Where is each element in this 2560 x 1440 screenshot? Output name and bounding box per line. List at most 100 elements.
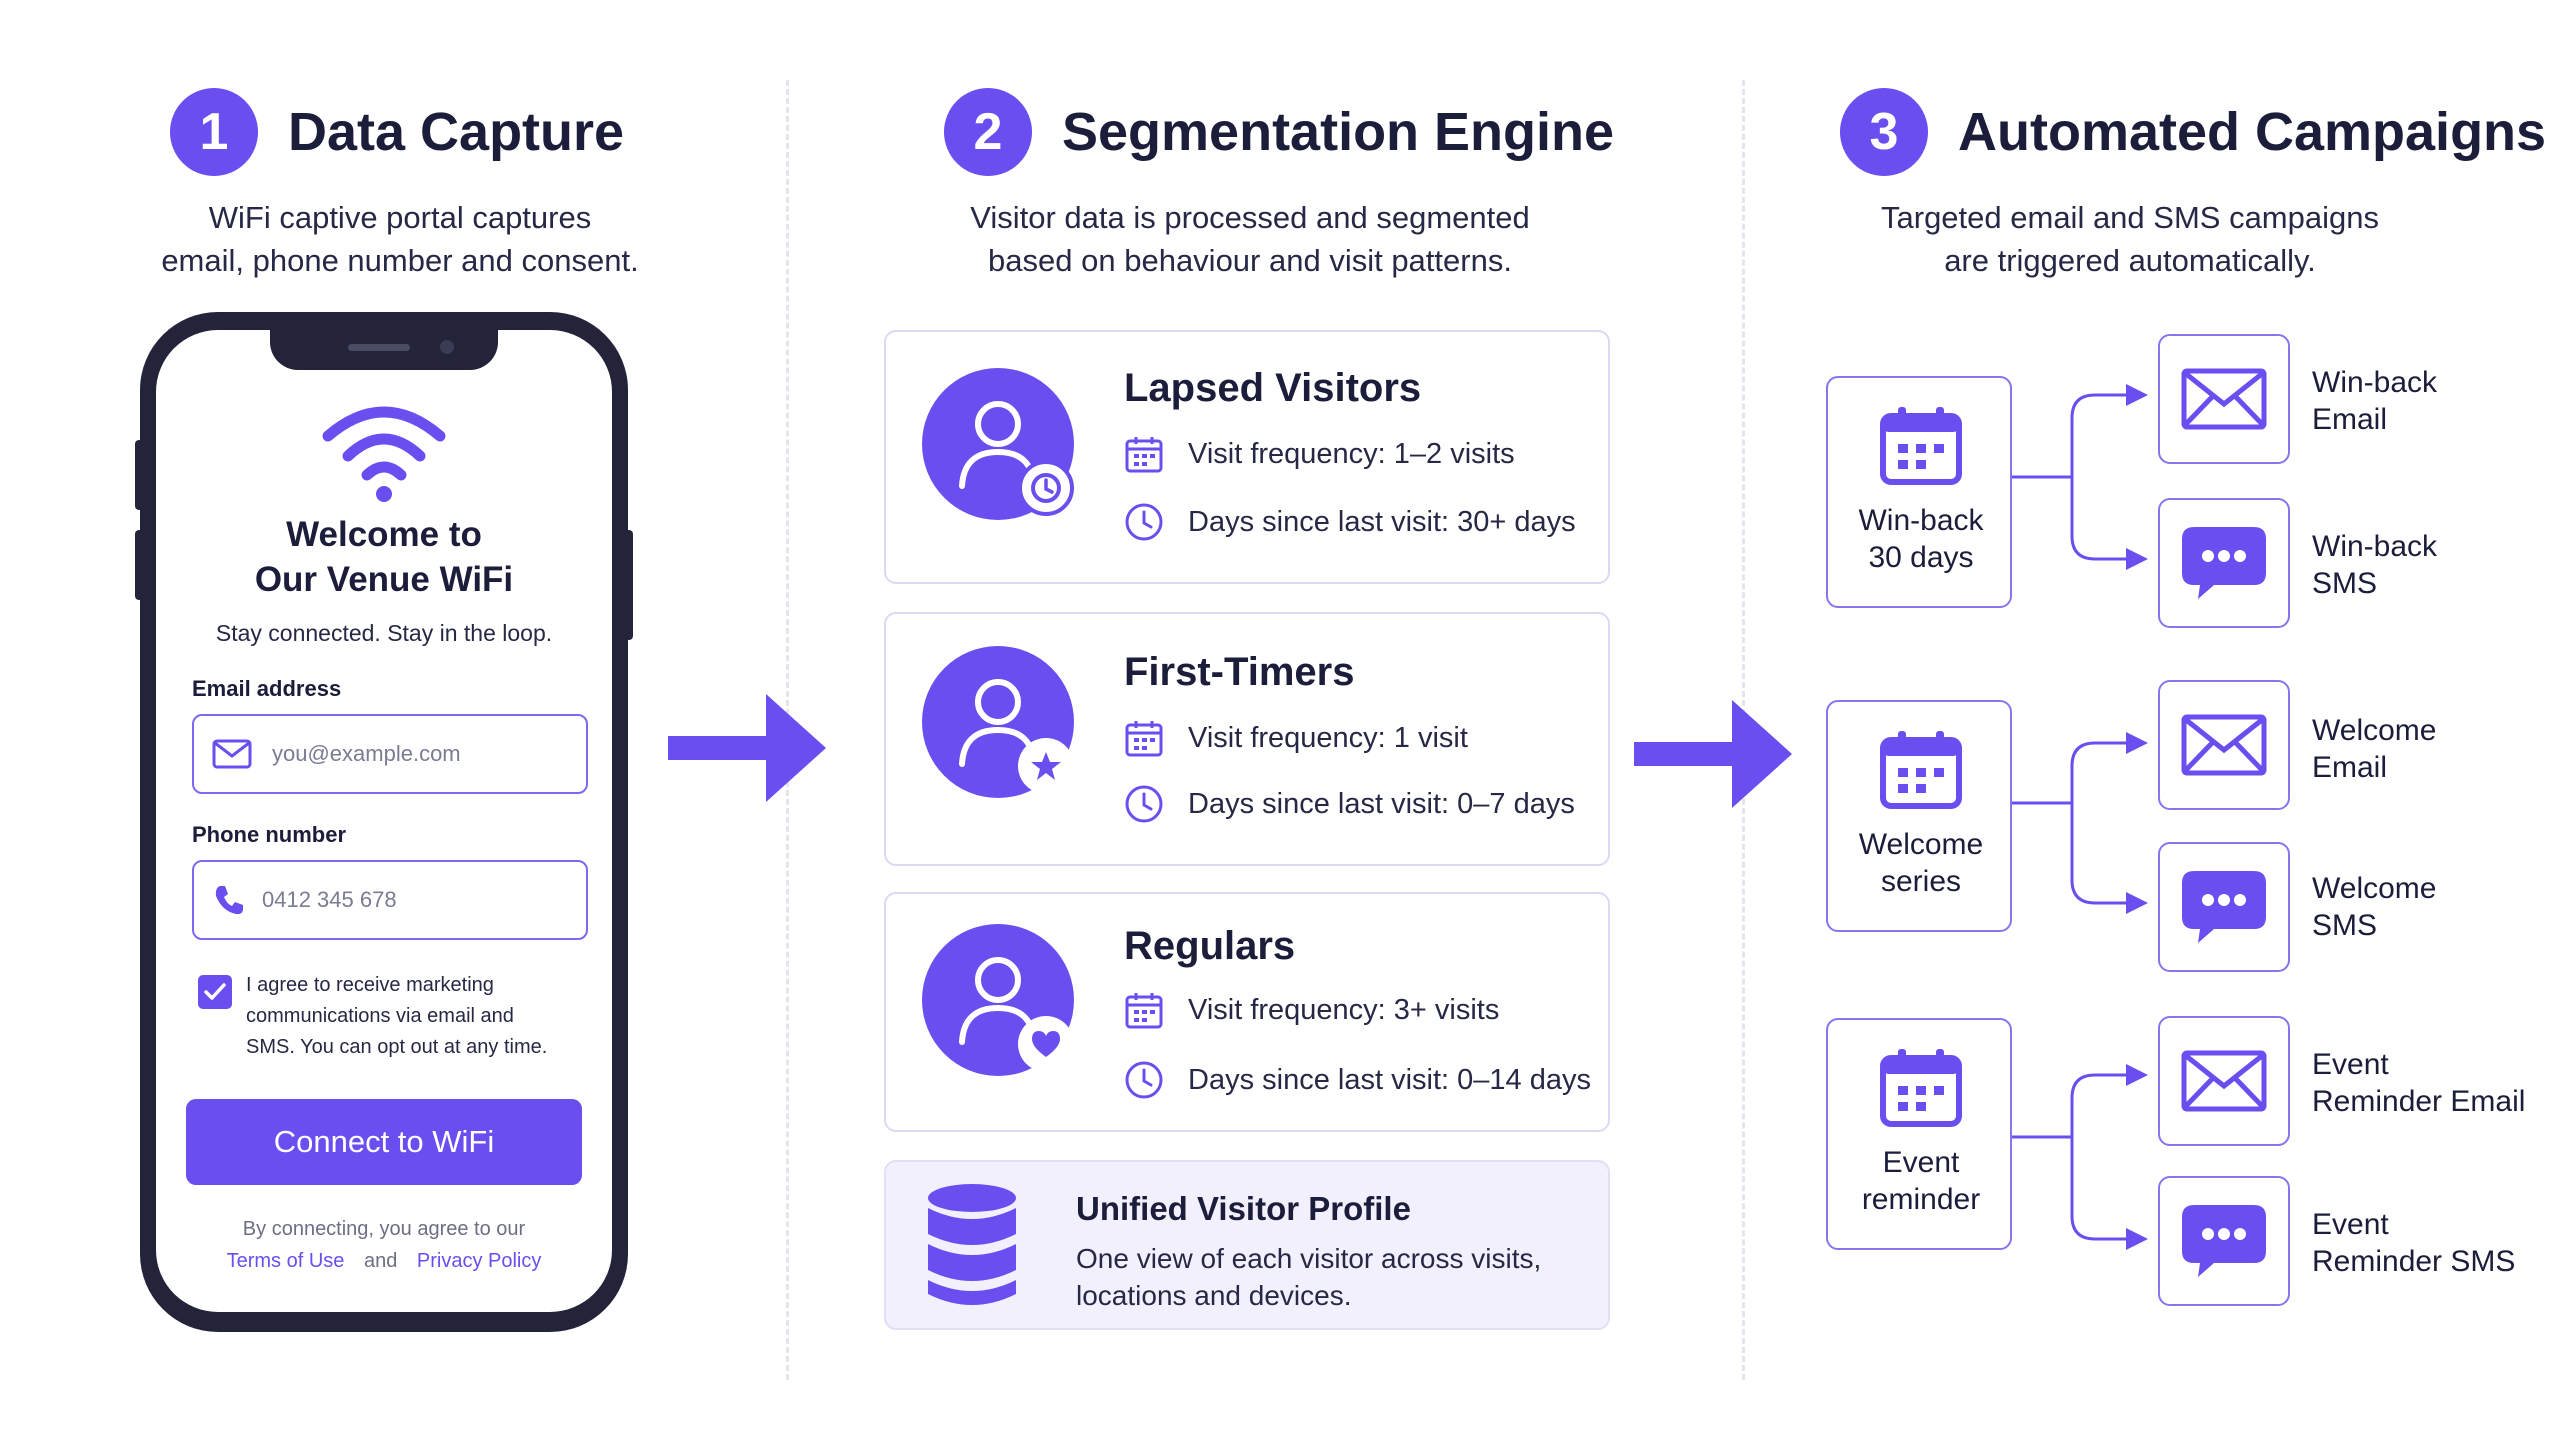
- description-line: are triggered automatically.: [1944, 243, 2316, 278]
- channel-sms-event: [2158, 1176, 2290, 1306]
- consent-checkbox[interactable]: [198, 975, 232, 1009]
- heading-line: Welcome to: [286, 515, 482, 554]
- step-number-badge: 2: [944, 88, 1032, 176]
- channel-label: Win-back SMS: [2312, 528, 2437, 602]
- description-line: WiFi captive portal captures: [208, 200, 592, 235]
- channel-label: Event Reminder SMS: [2312, 1206, 2515, 1280]
- segment-title: First-Timers: [1124, 650, 1355, 694]
- frequency-text: Visit frequency: 3+ visits: [1188, 993, 1500, 1026]
- step-title: Data Capture: [288, 102, 625, 162]
- portal-tagline: Stay connected. Stay in the loop.: [215, 620, 553, 646]
- step-3-header: 3 Automated Campaigns: [1840, 88, 2546, 176]
- frequency-text: Visit frequency: 1–2 visits: [1188, 437, 1515, 470]
- trigger-label: Win-back 30 days: [1828, 502, 2014, 576]
- frequency-row: Visit frequency: 1 visit: [1124, 718, 1468, 758]
- calendar-icon: [1125, 721, 1163, 757]
- legal-links: Terms of Use and Privacy Policy: [156, 1250, 612, 1273]
- clock-badge: [1018, 460, 1074, 516]
- channel-line: Event: [2312, 1048, 2389, 1081]
- step-2-header: 2 Segmentation Engine: [944, 88, 1614, 176]
- profile-description: One view of each visitor across visits, …: [1076, 1240, 1541, 1314]
- clock-icon: [1125, 503, 1163, 541]
- privacy-link[interactable]: Privacy Policy: [416, 1250, 542, 1272]
- welcome-heading: Welcome to Our Venue WiFi: [156, 512, 612, 602]
- consent-text: I agree to receive marketing communicati…: [246, 970, 586, 1063]
- segment-title: Lapsed Visitors: [1124, 366, 1422, 410]
- visitor-avatar: [922, 924, 1074, 1076]
- channel-line: Reminder Email: [2312, 1085, 2526, 1118]
- recency-text: Days since last visit: 0–7 days: [1188, 787, 1575, 820]
- channel-sms-welcome: [2158, 842, 2290, 972]
- recency-row: Days since last visit: 30+ days: [1124, 502, 1576, 542]
- frequency-text: Visit frequency: 1 visit: [1188, 721, 1468, 754]
- chat-bubble-icon: [2182, 1205, 2266, 1277]
- channel-line: SMS: [2312, 909, 2378, 942]
- trigger-event: Event reminder: [1826, 1018, 2012, 1250]
- envelope-icon: [2181, 1050, 2267, 1112]
- step-number-badge: 1: [170, 88, 258, 176]
- description-line: Visitor data is processed and segmented: [970, 200, 1530, 235]
- unified-visitor-profile: Unified Visitor Profile One view of each…: [884, 1160, 1610, 1330]
- channel-email-win-back: [2158, 334, 2290, 464]
- channel-email-welcome: [2158, 680, 2290, 810]
- heading-line: Our Venue WiFi: [254, 560, 514, 599]
- consent-line: communications via email and: [246, 1005, 514, 1027]
- visitor-avatar: [922, 368, 1074, 520]
- step-title: Segmentation Engine: [1062, 102, 1615, 162]
- channel-line: Reminder SMS: [2312, 1245, 2516, 1278]
- speaker-grille: [348, 344, 410, 351]
- captive-portal-screen: Welcome to Our Venue WiFi Stay connected…: [156, 330, 612, 1312]
- segment-card-regulars: Regulars Visit frequency: 3+ visits Days…: [884, 892, 1610, 1132]
- segment-card-lapsed: Lapsed Visitors Visit frequency: 1–2 vis…: [884, 330, 1610, 584]
- trigger-welcome: Welcome series: [1826, 700, 2012, 932]
- frequency-row: Visit frequency: 3+ visits: [1124, 990, 1499, 1030]
- calendar-icon: [1880, 407, 1962, 485]
- phone-notch: [270, 330, 498, 370]
- channel-line: Win-back: [2312, 530, 2438, 563]
- and-text: and: [363, 1250, 398, 1272]
- channel-line: Win-back: [2312, 366, 2438, 399]
- database-icon: [928, 1184, 1016, 1305]
- trigger-line: 30 days: [1868, 541, 1974, 574]
- channel-label: Welcome Email: [2312, 712, 2436, 786]
- frequency-row: Visit frequency: 1–2 visits: [1124, 434, 1515, 474]
- email-placeholder: you@example.com: [272, 741, 461, 766]
- description-line: based on behaviour and visit patterns.: [988, 243, 1512, 278]
- channel-line: SMS: [2312, 567, 2378, 600]
- channel-line: Welcome: [2312, 872, 2437, 905]
- flow-arrow-1: [668, 694, 826, 802]
- phone-mockup: Welcome to Our Venue WiFi Stay connected…: [140, 312, 628, 1332]
- trigger-line: series: [1880, 865, 1962, 898]
- channel-email-event: [2158, 1016, 2290, 1146]
- trigger-line: Win-back: [1858, 504, 1984, 537]
- recency-text: Days since last visit: 30+ days: [1188, 505, 1576, 538]
- wifi-icon: [322, 406, 446, 502]
- envelope-icon: [2181, 714, 2267, 776]
- calendar-icon: [1880, 1049, 1962, 1127]
- consent-line: SMS. You can opt out at any time.: [246, 1036, 548, 1058]
- terms-link[interactable]: Terms of Use: [226, 1250, 345, 1272]
- clock-icon: [1031, 473, 1061, 503]
- trigger-line: Event: [1882, 1146, 1960, 1179]
- consent-line: I agree to receive marketing: [246, 974, 494, 996]
- step-3-description: Targeted email and SMS campaigns are tri…: [1780, 196, 2480, 282]
- flow-arrow-2: [1634, 700, 1792, 808]
- connect-button[interactable]: Connect to WiFi: [186, 1099, 582, 1185]
- profile-line: One view of each visitor across visits,: [1076, 1243, 1542, 1274]
- legal-text: By connecting, you agree to our: [242, 1218, 526, 1240]
- step-1-header: 1 Data Capture: [170, 88, 624, 176]
- heart-badge: [1018, 1016, 1074, 1072]
- chat-bubble-icon: [2182, 527, 2266, 599]
- trigger-line: reminder: [1861, 1183, 1981, 1216]
- email-field[interactable]: you@example.com: [192, 714, 588, 794]
- phone-field[interactable]: 0412 345 678: [192, 860, 588, 940]
- front-camera: [440, 340, 454, 354]
- phone-side-button: [135, 530, 143, 600]
- channel-line: Welcome: [2312, 714, 2437, 747]
- segment-card-first-timers: First-Timers Visit frequency: 1 visit Da…: [884, 612, 1610, 866]
- recency-row: Days since last visit: 0–14 days: [1124, 1060, 1591, 1100]
- star-icon: [1031, 752, 1061, 780]
- heart-icon: [1032, 1031, 1060, 1057]
- description-line: Targeted email and SMS campaigns: [1881, 200, 2379, 235]
